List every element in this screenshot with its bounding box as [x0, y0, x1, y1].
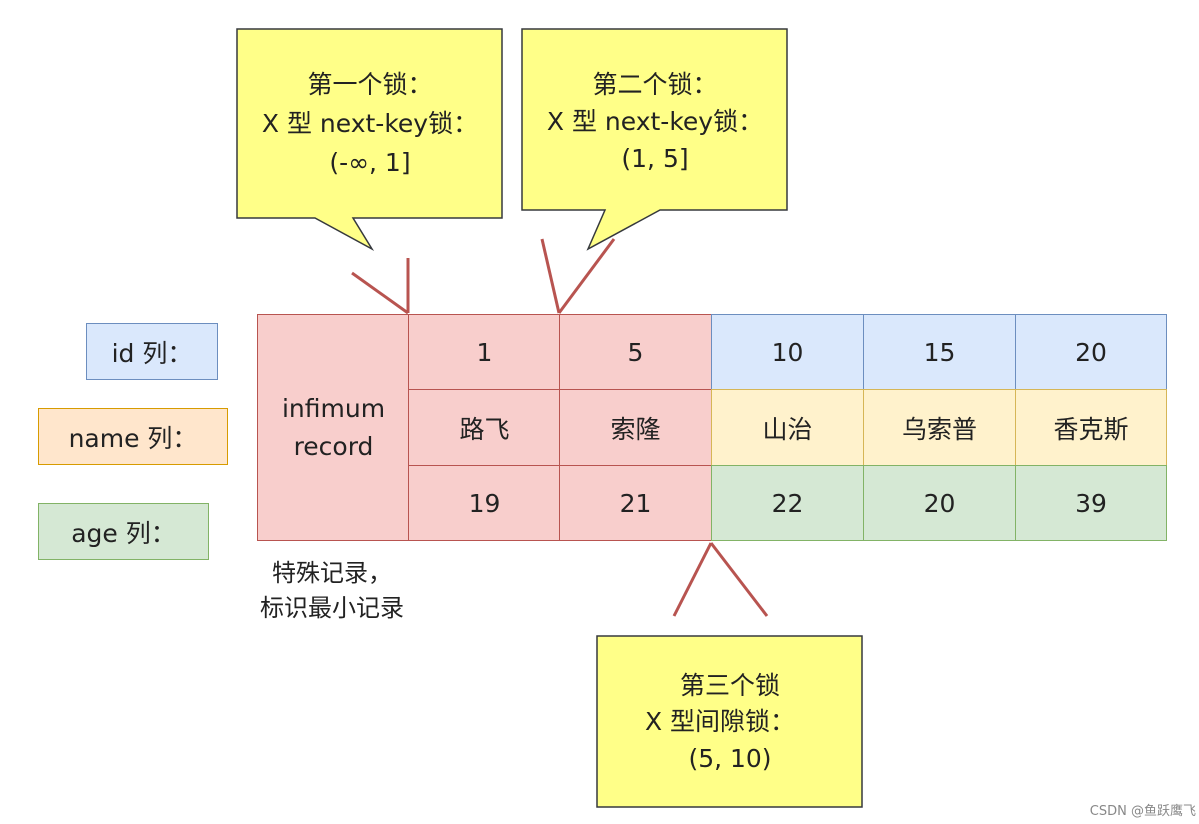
record-3-age: 22	[771, 488, 804, 518]
infimum-note-line-1: 特殊记录，	[272, 559, 392, 587]
id-column-label: id 列：	[86, 323, 218, 380]
age-column-label: age 列：	[38, 503, 209, 560]
callout-lock-2-line-1: 第二个锁：	[592, 70, 717, 99]
callout-lock-3-line-1: 第三个锁	[680, 671, 780, 700]
callout-lock-3-line-2: X 型间隙锁：	[645, 707, 795, 736]
callout-lock-1-line-3: (-∞, 1]	[329, 148, 410, 177]
record-5-id: 20	[1075, 338, 1107, 367]
record-2-name-cell: 索隆	[559, 389, 712, 467]
callout-lock-1-bubble	[236, 28, 503, 251]
record-1-name: 路飞	[459, 415, 510, 444]
record-4-name-cell: 乌索普	[863, 389, 1016, 467]
infimum-line-1: infimum	[281, 393, 386, 423]
callout-lock-2-line-3: (1, 5]	[621, 144, 688, 173]
record-4-id: 15	[923, 338, 956, 367]
callout-lock-1: 第一个锁： X 型 next-key锁： (-∞, 1]	[236, 28, 503, 251]
age-column-label-text: age 列：	[71, 518, 176, 548]
callout-lock-2-bubble	[521, 28, 788, 251]
infimum-record-cell: infimum record	[257, 314, 410, 541]
record-3-name-cell: 山治	[711, 389, 864, 467]
record-1-age: 19	[468, 488, 501, 518]
record-5-age-cell: 39	[1015, 465, 1167, 541]
callout-lock-2-line-2: X 型 next-key锁：	[547, 107, 763, 136]
record-1-name-cell: 路飞	[408, 389, 561, 467]
record-3-id-cell: 10	[711, 314, 864, 391]
record-2-id: 5	[627, 338, 644, 367]
record-1-age-cell: 19	[408, 465, 561, 541]
record-1-id-cell: 1	[408, 314, 561, 391]
record-4-age: 20	[923, 488, 956, 518]
callout-lock-3-line-3: (5, 10)	[688, 744, 771, 773]
lock-pointer-lines	[351, 238, 769, 617]
id-column-label-text: id 列：	[111, 338, 193, 368]
pointer-3-right	[709, 542, 769, 617]
callout-lock-2: 第二个锁： X 型 next-key锁： (1, 5]	[521, 28, 788, 251]
name-column-label: name 列：	[38, 408, 228, 465]
watermark: CSDN @鱼跃鹰飞	[1089, 804, 1196, 819]
infimum-line-2: record	[293, 431, 374, 461]
callout-lock-1-line-2: X 型 next-key锁：	[262, 109, 478, 138]
record-2-age: 21	[619, 488, 652, 518]
pointer-1-diagonal	[351, 271, 409, 315]
callout-lock-3-bubble	[596, 635, 863, 808]
infimum-note-line-2: 标识最小记录	[260, 594, 404, 622]
record-4-name: 乌索普	[901, 415, 977, 444]
record-5-id-cell: 20	[1015, 314, 1167, 391]
record-2-name: 索隆	[610, 415, 661, 444]
callout-lock-3: 第三个锁 X 型间隙锁： (5, 10)	[596, 635, 863, 808]
record-3-id: 10	[771, 338, 804, 367]
record-2-age-cell: 21	[559, 465, 712, 541]
callout-lock-1-line-1: 第一个锁：	[307, 70, 432, 99]
record-5-name-cell: 香克斯	[1015, 389, 1167, 467]
record-4-age-cell: 20	[863, 465, 1016, 541]
pointer-2-right	[557, 238, 616, 314]
record-2-id-cell: 5	[559, 314, 712, 391]
name-column-label-text: name 列：	[68, 423, 198, 453]
record-5-name: 香克斯	[1053, 415, 1129, 444]
record-1-id: 1	[476, 338, 493, 367]
record-5-age: 39	[1075, 488, 1107, 518]
pointer-2-left	[540, 238, 561, 314]
pointer-3-left	[672, 542, 713, 617]
record-4-id-cell: 15	[863, 314, 1016, 391]
infimum-note: 特殊记录， 标识最小记录	[232, 556, 432, 626]
record-3-name: 山治	[762, 415, 813, 444]
